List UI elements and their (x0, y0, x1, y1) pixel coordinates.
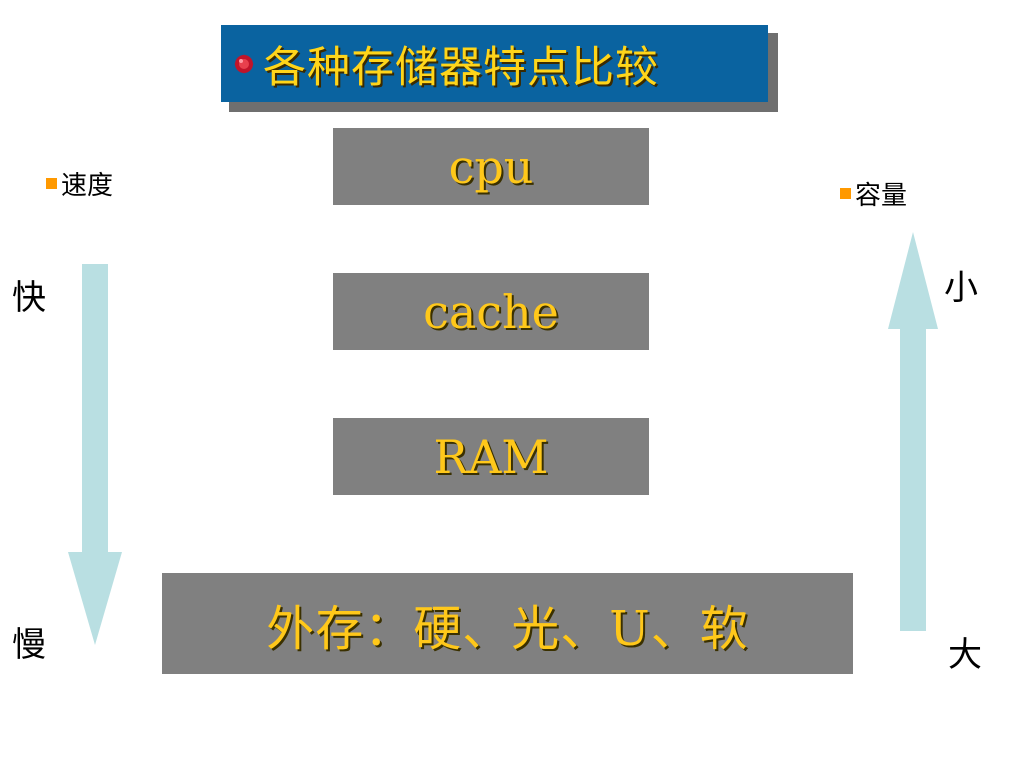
capacity-legend: 容量 (840, 175, 907, 212)
capacity-large-label: 大 (948, 635, 982, 675)
speed-label: 速度 (61, 171, 114, 201)
capacity-up-arrow-icon (888, 232, 938, 631)
speed-legend: 速度 (46, 165, 113, 202)
speed-slow-label: 慢 (12, 625, 46, 665)
cache-block: cache (333, 273, 649, 350)
capacity-label: 容量 (855, 181, 908, 211)
cpu-block: cpu (333, 128, 649, 205)
red-bullet-icon (234, 53, 254, 74)
external-storage-block: 外存：硬、光、U、软 (162, 573, 853, 674)
capacity-small-label: 小 (944, 268, 978, 308)
speed-down-arrow-icon (68, 264, 122, 645)
title-banner: 各种存储器特点比较 (221, 25, 768, 102)
page-title: 各种存储器特点比较 (263, 42, 659, 93)
legend-marker-square (840, 188, 851, 199)
legend-marker-square (46, 178, 57, 189)
ram-block: RAM (333, 418, 649, 495)
speed-fast-label: 快 (12, 278, 46, 318)
